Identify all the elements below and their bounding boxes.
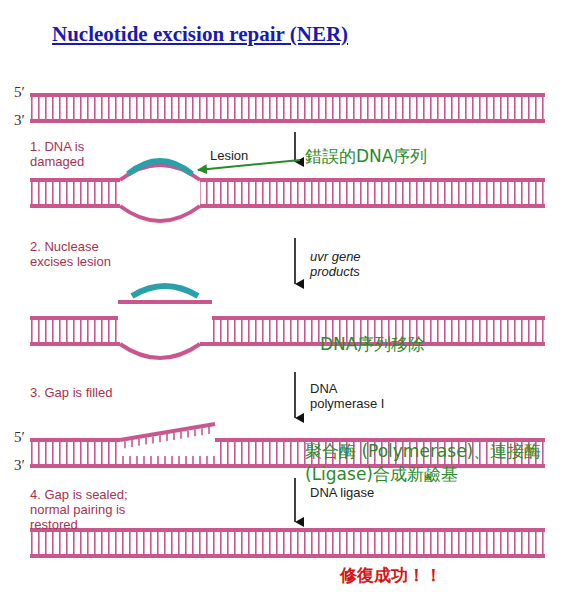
result-note: 修復成功！！ bbox=[340, 566, 442, 586]
callout-note: DNA序列移除 bbox=[320, 333, 425, 356]
process-arrows bbox=[294, 132, 296, 522]
lesion-mark bbox=[128, 161, 198, 296]
part-label: Lesion bbox=[208, 149, 250, 164]
dna-strands bbox=[30, 95, 545, 556]
step-label: 2. Nuclease excises lesion bbox=[30, 240, 140, 270]
strand-end: 5′ bbox=[14, 429, 25, 446]
enzyme-label: DNA polymerase I bbox=[310, 382, 400, 412]
step-label: 1. DNA is damaged bbox=[30, 140, 126, 170]
callout-note: 聚合酶 (Polymerase)、連接酶 (Ligase)合成新鹼基 bbox=[305, 440, 555, 486]
enzyme-label: DNA ligase bbox=[310, 486, 400, 501]
step-label: 3. Gap is filled bbox=[30, 386, 140, 401]
strand-end: 3′ bbox=[14, 457, 25, 474]
diagram-title: Nucleotide excision repair (NER) bbox=[52, 22, 348, 46]
callout-note: 錯誤的DNA序列 bbox=[305, 145, 427, 168]
strand-end: 3′ bbox=[14, 112, 25, 129]
step-label: 4. Gap is sealed; normal pairing is rest… bbox=[30, 488, 150, 533]
strand-end: 5′ bbox=[14, 84, 25, 101]
enzyme-label: uvr gene products bbox=[310, 250, 410, 280]
